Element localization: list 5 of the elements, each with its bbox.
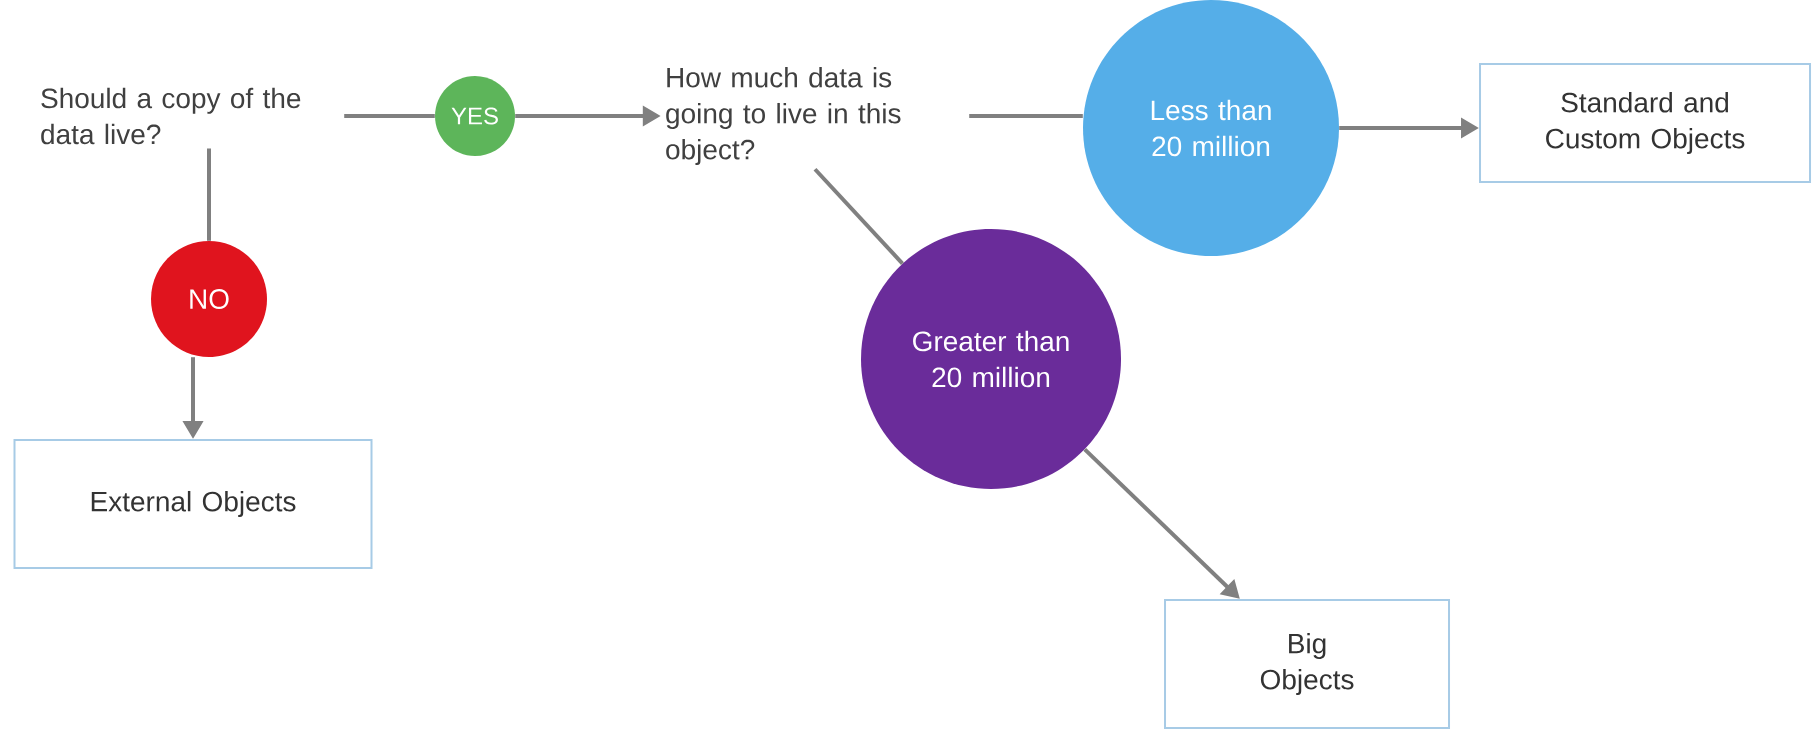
result-box: Standard and Custom Objects <box>1479 63 1811 183</box>
question-text: How much data is going to live in this object? <box>666 66 901 166</box>
question-text: Should a copy of the data live? <box>41 87 301 145</box>
result-box: External Objects <box>13 439 373 569</box>
result-box: Big Objects <box>1164 599 1450 729</box>
